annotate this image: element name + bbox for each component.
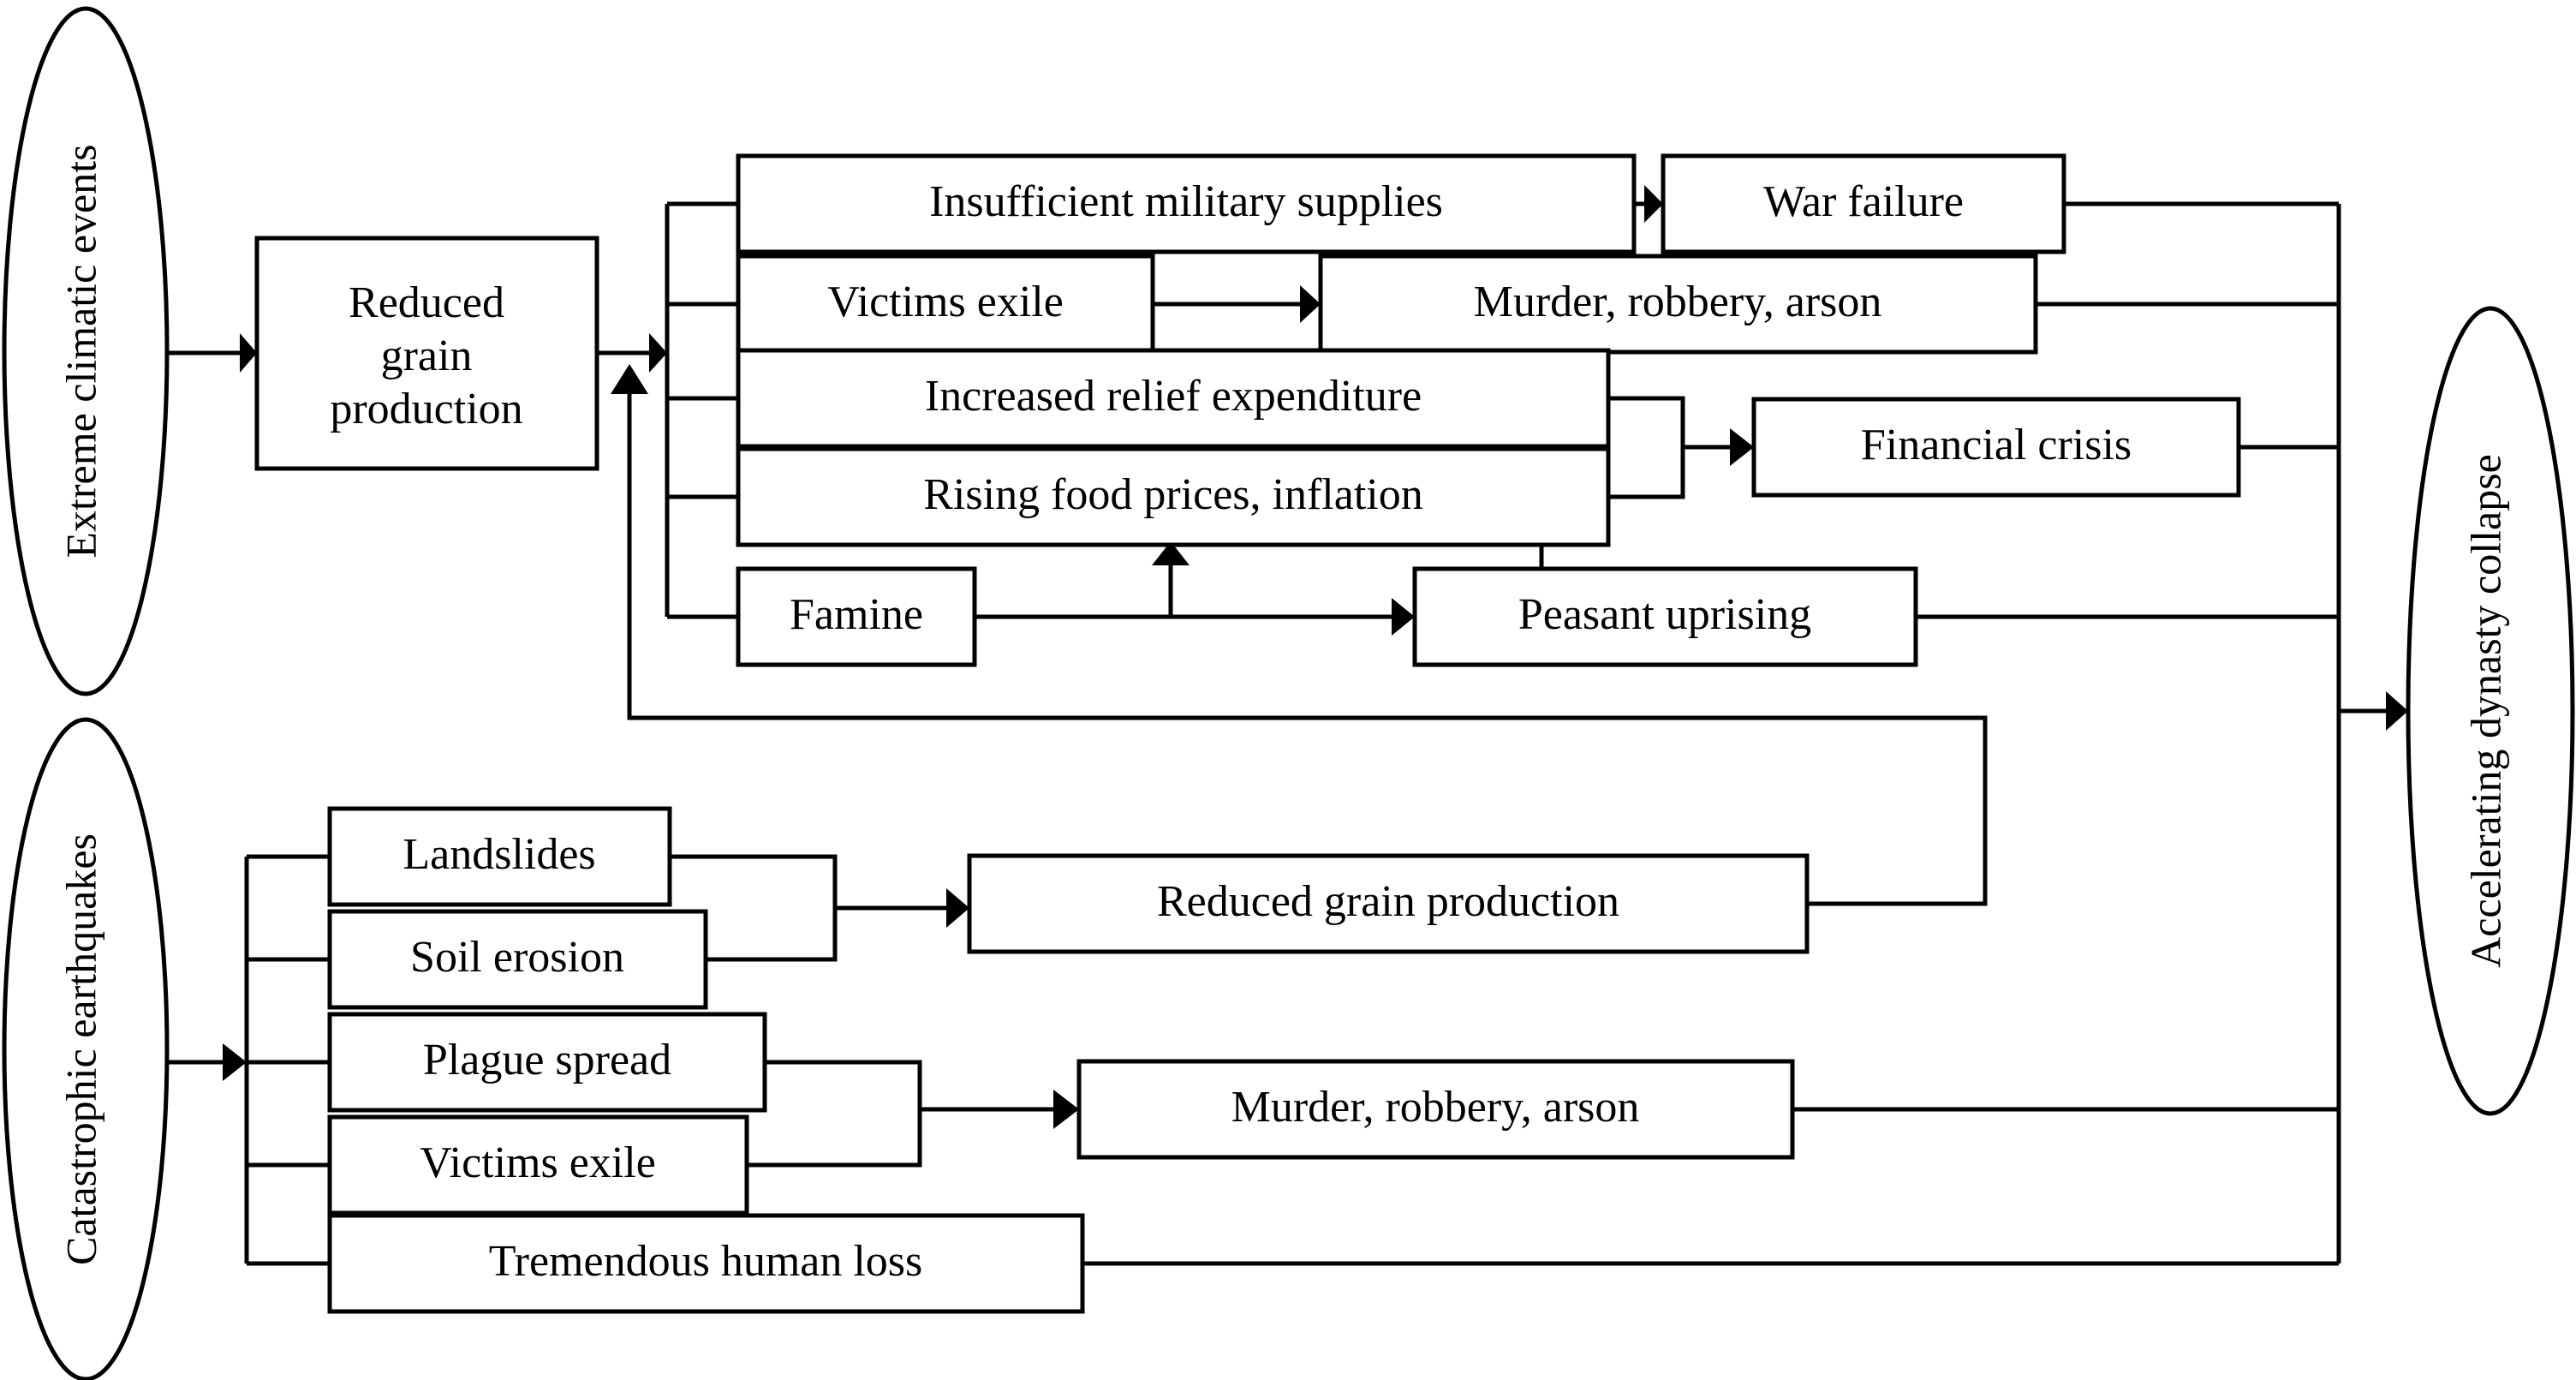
node-financial-crisis[interactable]: Financial crisis [1751, 397, 2241, 498]
node-extreme-climatic-events[interactable]: Extreme climatic events [2, 6, 170, 696]
murder-robbery-arson-bottom-label: Murder, robbery, arson [1231, 1083, 1640, 1132]
node-famine[interactable]: Famine [736, 566, 977, 667]
catastrophic-earthquakes-label: Catastrophic earthquakes [57, 833, 104, 1265]
node-war-failure[interactable]: War failure [1661, 153, 2066, 254]
famine-label: Famine [790, 590, 923, 639]
plague-spread-label: Plague spread [423, 1036, 671, 1084]
node-accelerating-dynasty-collapse[interactable]: Accelerating dynasty collapse [2406, 306, 2575, 1116]
node-insufficient-military-supplies[interactable]: Insufficient military supplies [736, 153, 1637, 254]
landslides-label: Landslides [402, 830, 595, 879]
node-reduced-grain-production-bottom[interactable]: Reduced grain production [967, 853, 1810, 954]
peasant-uprising-rect[interactable] [1412, 566, 1918, 667]
connectors-feedback-loop [611, 364, 1988, 906]
node-increased-relief-expenditure[interactable]: Increased relief expenditure [736, 348, 1611, 449]
connectors-climate-branch [169, 185, 1754, 636]
catastrophic-earthquakes-ellipse[interactable] [2, 717, 170, 1380]
feedback-loop-path [627, 394, 1988, 906]
tremendous-human-loss-rect[interactable] [327, 1213, 1085, 1314]
reduced-grain-production-bottom-rect[interactable] [967, 853, 1810, 954]
arrowhead-famine-to-uprising [1392, 598, 1415, 636]
connectors-outcome-bus [1082, 201, 2408, 1266]
reduced-grain-production-top-label-line3: production [330, 385, 522, 433]
arrowhead-famine-to-foodprices [1152, 541, 1190, 565]
financial-crisis-rect[interactable] [1751, 397, 2241, 498]
arrowhead-feedback-loop [611, 364, 648, 394]
extreme-climatic-events-ellipse[interactable] [2, 6, 170, 696]
arrowhead-climate-to-grain [240, 333, 257, 373]
murder-robbery-arson-top-label: Murder, robbery, arson [1474, 278, 1882, 326]
node-landslides[interactable]: Landslides [327, 806, 672, 907]
war-failure-rect[interactable] [1661, 153, 2066, 254]
accelerating-dynasty-collapse-ellipse[interactable] [2406, 306, 2575, 1116]
edge-plague-victims-merge [747, 1060, 922, 1168]
soil-erosion-rect[interactable] [327, 909, 708, 1010]
arrowhead-merge-to-murder-bottom [1053, 1090, 1079, 1129]
tremendous-human-loss-label: Tremendous human loss [489, 1237, 923, 1286]
node-plague-spread[interactable]: Plague spread [327, 1012, 767, 1113]
reduced-grain-production-top-label-line2: grain [381, 332, 473, 380]
murder-robbery-arson-top-rect[interactable] [1318, 254, 2038, 355]
node-reduced-grain-production-top[interactable]: Reduced grain production [254, 236, 599, 471]
node-soil-erosion[interactable]: Soil erosion [327, 909, 708, 1010]
arrowhead-grain-to-fanout [649, 333, 667, 373]
node-murder-robbery-arson-top[interactable]: Murder, robbery, arson [1318, 254, 2038, 355]
arrowhead-victims-to-murder-top [1300, 285, 1321, 323]
arrowhead-earthquake-to-fanout [223, 1043, 247, 1081]
node-victims-exile-top[interactable]: Victims exile [736, 254, 1155, 355]
rising-food-prices-inflation-label: Rising food prices, inflation [923, 470, 1422, 519]
node-catastrophic-earthquakes[interactable]: Catastrophic earthquakes [2, 717, 170, 1380]
extreme-climatic-events-label: Extreme climatic events [57, 144, 104, 558]
arrowhead-bus-to-outcome [2386, 691, 2408, 731]
increased-relief-expenditure-rect[interactable] [736, 348, 1611, 449]
reduced-grain-production-top-rect[interactable] [254, 236, 599, 471]
soil-erosion-label: Soil erosion [410, 933, 624, 982]
insufficient-military-supplies-label: Insufficient military supplies [929, 177, 1443, 226]
node-peasant-uprising[interactable]: Peasant uprising [1412, 566, 1918, 667]
victims-exile-bottom-label: Victims exile [420, 1138, 656, 1187]
financial-crisis-label: Financial crisis [1861, 421, 2132, 469]
arrowhead-merge-to-financial [1730, 428, 1754, 466]
rising-food-prices-inflation-rect[interactable] [736, 446, 1611, 547]
insufficient-military-supplies-rect[interactable] [736, 153, 1637, 254]
node-tremendous-human-loss[interactable]: Tremendous human loss [327, 1213, 1085, 1314]
victims-exile-bottom-rect[interactable] [327, 1114, 749, 1216]
increased-relief-expenditure-label: Increased relief expenditure [925, 372, 1422, 421]
arrowhead-merge-to-grain-bottom [946, 888, 969, 928]
peasant-uprising-label: Peasant uprising [1518, 590, 1811, 639]
edge-relief-foodprices-merge [1608, 396, 1685, 499]
victims-exile-top-label: Victims exile [827, 278, 1064, 326]
connectors-earthquake-branch [169, 854, 1079, 1266]
node-victims-exile-bottom[interactable]: Victims exile [327, 1114, 749, 1216]
reduced-grain-production-top-label-line1: Reduced [349, 278, 504, 327]
node-rising-food-prices-inflation[interactable]: Rising food prices, inflation [736, 446, 1611, 547]
plague-spread-rect[interactable] [327, 1012, 767, 1113]
reduced-grain-production-bottom-label: Reduced grain production [1157, 877, 1619, 926]
arrowhead-military-to-war [1644, 185, 1663, 223]
landslides-rect[interactable] [327, 806, 672, 907]
accelerating-dynasty-collapse-label: Accelerating dynasty collapse [2461, 454, 2509, 968]
murder-robbery-arson-bottom-rect[interactable] [1076, 1059, 1795, 1160]
node-murder-robbery-arson-bottom[interactable]: Murder, robbery, arson [1076, 1059, 1795, 1160]
war-failure-label: War failure [1763, 177, 1964, 226]
famine-rect[interactable] [736, 566, 977, 667]
